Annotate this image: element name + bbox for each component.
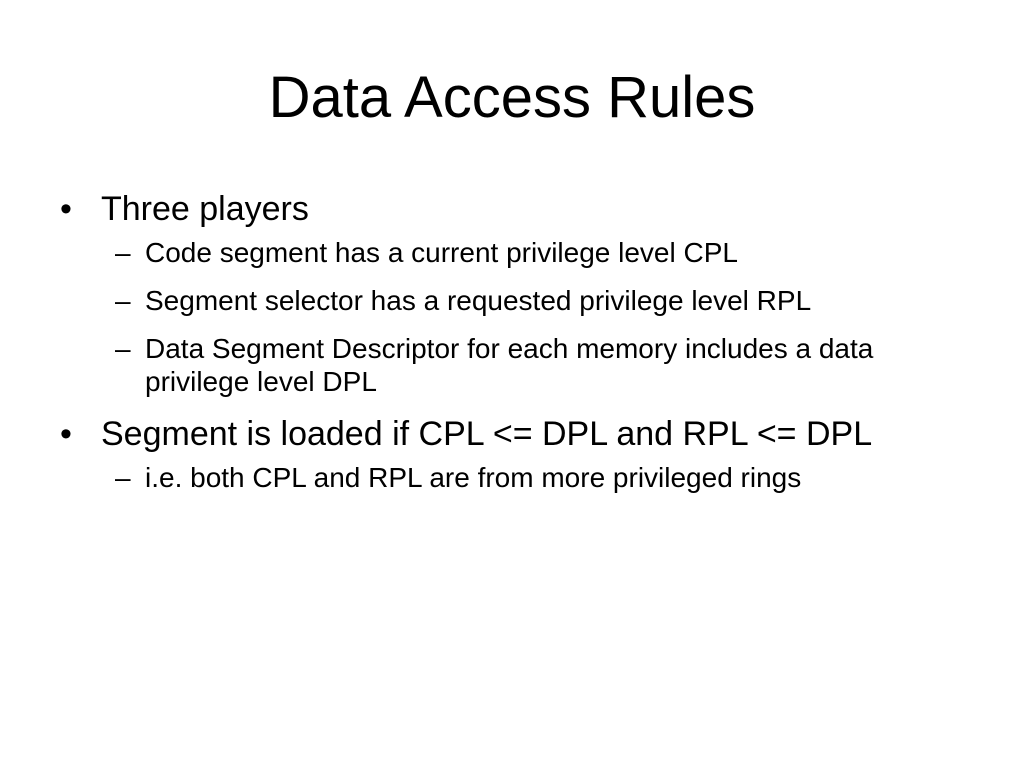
bullet-list: • Three players – Code segment has a cur… (60, 188, 980, 509)
sub-bullet-marker: – (115, 462, 131, 493)
bullet-text: Three players (101, 190, 309, 228)
sub-bullet-item: – Code segment has a current privilege l… (101, 236, 980, 269)
bullet-item: • Three players – Code segment has a cur… (60, 188, 980, 398)
bullet-text: Segment is loaded if CPL <= DPL and RPL … (101, 415, 873, 453)
bullet-item: • Segment is loaded if CPL <= DPL and RP… (60, 413, 980, 494)
sub-bullet-marker: – (115, 237, 131, 268)
sub-bullet-item: – Segment selector has a requested privi… (101, 284, 980, 317)
sub-bullet-text: Segment selector has a requested privile… (145, 285, 812, 316)
sub-bullet-list: – Code segment has a current privilege l… (101, 236, 980, 398)
bullet-marker: • (60, 190, 72, 228)
sub-bullet-item: – Data Segment Descriptor for each memor… (101, 332, 980, 398)
sub-bullet-marker: – (115, 333, 131, 364)
sub-bullet-list: – i.e. both CPL and RPL are from more pr… (101, 461, 980, 494)
slide-title: Data Access Rules (268, 65, 756, 130)
sub-bullet-text: Code segment has a current privilege lev… (145, 237, 738, 268)
bullet-marker: • (60, 415, 72, 453)
sub-bullet-marker: – (115, 285, 131, 316)
sub-bullet-text: Data Segment Descriptor for each memory … (145, 333, 874, 397)
sub-bullet-text: i.e. both CPL and RPL are from more priv… (145, 462, 802, 493)
sub-bullet-item: – i.e. both CPL and RPL are from more pr… (101, 461, 980, 494)
